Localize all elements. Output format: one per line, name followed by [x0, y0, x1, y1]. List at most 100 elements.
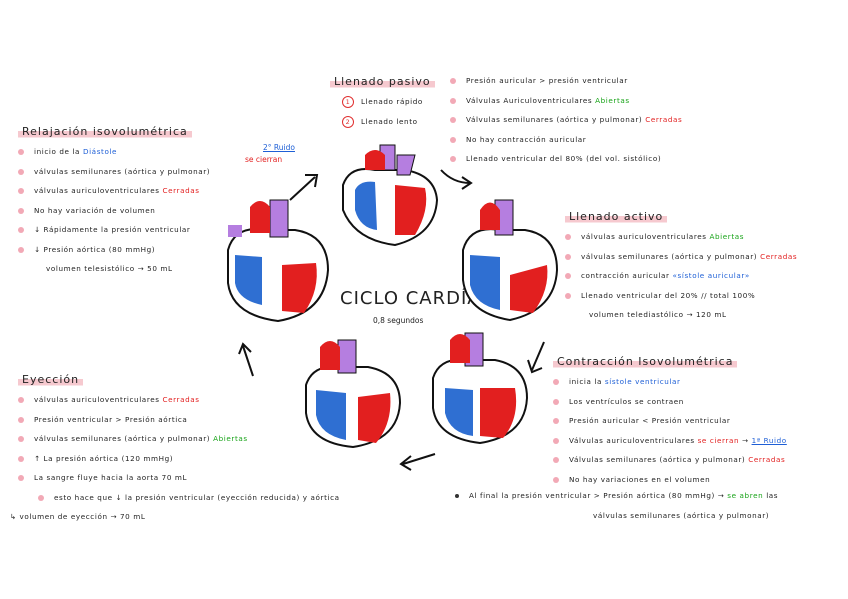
detail-text: Válvulas semilunares (aórtica y pulmonar… [569, 455, 745, 464]
detail-text: Presión auricular > presión ventricular [466, 76, 628, 85]
section-passive-filling-details: Presión auricular > presión ventricular … [450, 71, 682, 169]
detail-text: válvulas semilunares (aórtica y pulmonar… [581, 252, 757, 261]
detail-text: ↓ Rápidamente la presión ventricular [34, 225, 191, 234]
status-closing: se cierran [698, 436, 740, 445]
bullet [18, 247, 24, 253]
section-isovolumetric-relaxation: Relajación isovolumétrica inicio de la D… [18, 120, 210, 279]
cycle-arrow-3 [522, 338, 552, 378]
bullet [18, 436, 24, 442]
detail-text: La sangre fluye hacia la aorta 70 mL [34, 473, 187, 482]
bullet [18, 149, 24, 155]
detail-text: volumen telediastólico → 120 mL [589, 310, 727, 319]
bullet [450, 117, 456, 123]
section-ejection: Eyección válvulas auriculoventriculares … [18, 368, 340, 527]
detail-text: válvulas auriculoventriculares [34, 395, 160, 404]
detail-text: esto hace que ↓ la presión ventricular (… [54, 493, 340, 502]
detail-text: Los ventrículos se contraen [569, 397, 684, 406]
detail-text: No hay contracción auricular [466, 135, 586, 144]
heart-sound-label: 1ª Ruido [752, 436, 787, 445]
heart-illustration-active-filling [455, 195, 565, 325]
detail-text: Presión ventricular > Presión aórtica [34, 415, 187, 424]
detail-text: Presión auricular < Presión ventricular [569, 416, 730, 425]
bullet [18, 456, 24, 462]
detail-text: válvulas semilunares (aórtica y pulmonar… [34, 434, 210, 443]
bullet [38, 495, 44, 501]
bullet [18, 417, 24, 423]
status-open: Abiertas [213, 434, 248, 443]
detail-text: Válvulas semilunares (aórtica y pulmonar… [466, 115, 642, 124]
bullet [565, 273, 571, 279]
section-title: Eyección [18, 373, 83, 386]
section-title: Llenado activo [565, 210, 667, 223]
detail-text: volumen telesistólico → 50 mL [46, 264, 173, 273]
bullet [450, 156, 456, 162]
detail-text: ↳ volumen de eyección → 70 mL [10, 512, 145, 521]
bullet [553, 457, 559, 463]
detail-text: inicia la [569, 377, 602, 386]
highlight-text: sístole ventricular [605, 377, 681, 386]
cycle-arrow-1 [285, 165, 325, 205]
bullet [450, 137, 456, 143]
section-active-filling: Llenado activo válvulas auriculoventricu… [565, 205, 797, 325]
status-closed: Cerradas [748, 455, 785, 464]
section-passive-filling: Llenado pasivo 1 Llenado rápido 2 Llenado … [330, 70, 435, 131]
heart-sound-label: 2° Ruido [263, 143, 295, 152]
detail-text: Válvulas auriculoventriculares [569, 436, 695, 445]
detail-text: válvulas auriculoventriculares [581, 232, 707, 241]
number-badge: 1 [342, 96, 354, 108]
detail-text: Al final la presión ventricular > Presió… [469, 491, 724, 500]
detail-text: inicio de la [34, 147, 80, 156]
detail-text: Llenado ventricular del 20% // total 100… [581, 291, 755, 300]
detail-text: No hay variación de volumen [34, 206, 155, 215]
bullet [565, 293, 571, 299]
bullet [18, 227, 24, 233]
detail-text: válvulas auriculoventriculares [34, 186, 160, 195]
second-heart-sound-note: 2° Ruido se cierran [245, 142, 295, 166]
detail-text: válvulas semilunares (aórtica y pulmonar… [34, 167, 210, 176]
section-title: Llenado pasivo [330, 75, 435, 88]
item-text: Llenado lento [361, 117, 418, 126]
bullet [553, 379, 559, 385]
bullet [553, 418, 559, 424]
detail-text: Válvulas Auriculoventriculares [466, 96, 592, 105]
bullet [553, 399, 559, 405]
detail-text: Llenado ventricular del 80% (del vol. si… [466, 154, 661, 163]
bullet [450, 78, 456, 84]
bullet [565, 254, 571, 260]
bullet [18, 169, 24, 175]
status-open: Abiertas [595, 96, 630, 105]
highlight-text: «sístole auricular» [673, 271, 750, 280]
status-open: Abiertas [709, 232, 744, 241]
status-closed: Cerradas [162, 395, 199, 404]
status-closing: se cierran [245, 155, 282, 164]
bullet [18, 208, 24, 214]
detail-text: las [766, 491, 778, 500]
status-closed: Cerradas [162, 186, 199, 195]
item-text: Llenado rápido [361, 97, 423, 106]
detail-text: ↓ Presión aórtica (80 mmHg) [34, 245, 155, 254]
heart-illustration-isovolumetric-relaxation [220, 195, 335, 325]
bullet [18, 397, 24, 403]
cycle-arrow-2 [438, 165, 478, 195]
bullet [450, 98, 456, 104]
section-contraction-note: Al final la presión ventricular > Presió… [455, 486, 778, 525]
bullet [553, 477, 559, 483]
section-title: Contracción Isovolumétrica [553, 355, 737, 368]
status-closed: Cerradas [760, 252, 797, 261]
cycle-arrow-4 [395, 448, 440, 473]
bullet [18, 188, 24, 194]
status-opening: se abren [727, 491, 763, 500]
detail-text: No hay variaciones en el volumen [569, 475, 710, 484]
bullet [455, 494, 459, 498]
number-badge: 2 [342, 116, 354, 128]
detail-text: ↑ La presión aórtica (120 mmHg) [34, 454, 173, 463]
heart-illustration-isovolumetric-contraction [425, 328, 535, 448]
section-title: Relajación isovolumétrica [18, 125, 192, 138]
heart-illustration-passive-filling [335, 140, 445, 250]
bullet [553, 438, 559, 444]
arrow-glyph: → [742, 436, 749, 445]
bullet [18, 475, 24, 481]
section-isovolumetric-contraction: Contracción Isovolumétrica inicia la sís… [553, 350, 787, 489]
highlight-text: Diástole [83, 147, 117, 156]
detail-text: válvulas semilunares (aórtica y pulmonar… [593, 511, 769, 520]
